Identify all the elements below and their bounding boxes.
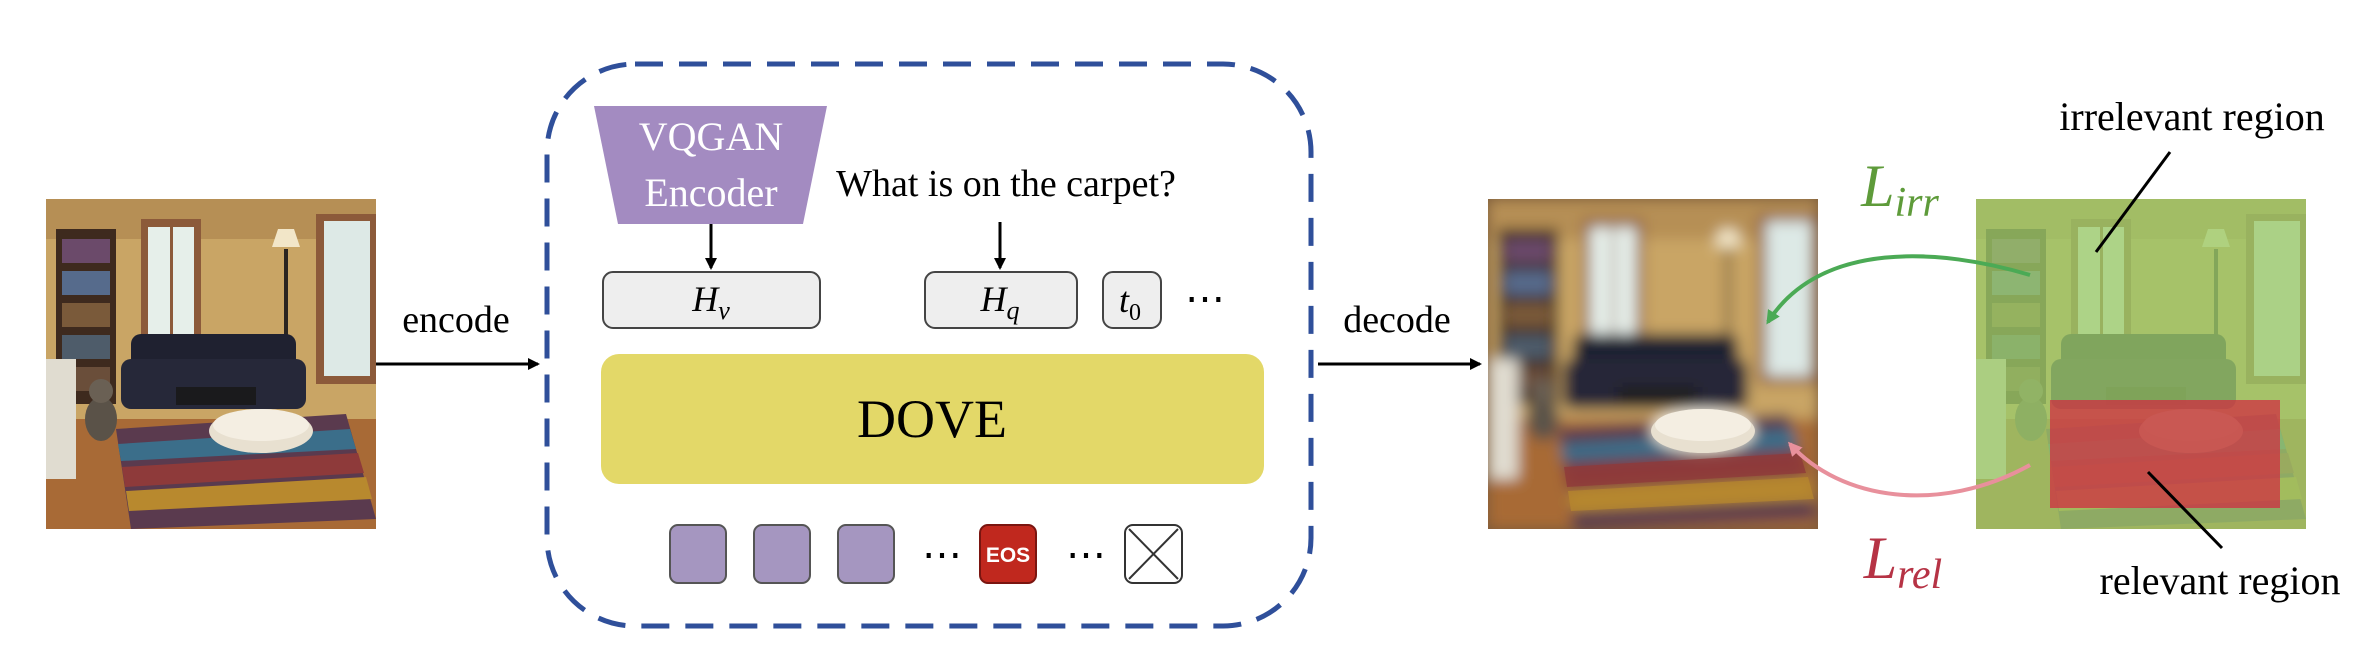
- encode-label: encode: [402, 299, 510, 341]
- svg-text:Lirr: Lirr: [1860, 153, 1939, 226]
- hq-sub: q: [1007, 296, 1020, 325]
- l-irr-base: L: [1860, 153, 1894, 219]
- output-ellipsis-2: ⋯: [1066, 532, 1106, 577]
- decoded-image: [1488, 199, 1818, 529]
- hv-box: Hv: [602, 271, 821, 329]
- t0-box: t0: [1102, 271, 1162, 329]
- input-image: [46, 199, 376, 529]
- svg-text:Hv: Hv: [691, 279, 730, 325]
- eos-label: EOS: [986, 544, 1030, 567]
- eos-token: EOS: [979, 524, 1037, 584]
- svg-text:Lrel: Lrel: [1863, 525, 1942, 598]
- output-token-3: [837, 524, 895, 584]
- encoder-label-line1: VQGAN: [639, 114, 783, 159]
- model-container: [544, 61, 1314, 629]
- relevant-region-pointer: [2146, 470, 2224, 550]
- masked-image: [1976, 199, 2306, 529]
- decode-label: decode: [1343, 299, 1451, 341]
- hv-base: H: [691, 279, 720, 319]
- l-irr-arrow: [1766, 254, 2031, 325]
- output-token-1: [669, 524, 727, 584]
- irrelevant-region-label: irrelevant region: [2059, 94, 2324, 139]
- question-text: What is on the carpet?: [836, 163, 1176, 205]
- dove-block: DOVE: [601, 354, 1264, 484]
- input-ellipsis: ⋯: [1185, 276, 1225, 321]
- output-token-2: [753, 524, 811, 584]
- encoder-label-line2: Encoder: [644, 170, 777, 215]
- l-rel-base: L: [1863, 525, 1897, 591]
- vqgan-encoder: VQGAN Encoder: [594, 106, 827, 224]
- t0-base: t: [1119, 280, 1130, 320]
- svg-text:Hq: Hq: [980, 279, 1020, 325]
- crossed-box-icon: [1124, 524, 1183, 584]
- hv-sub: v: [718, 296, 730, 325]
- relevant-region-overlay: [2050, 400, 2280, 508]
- hq-base: H: [980, 279, 1009, 319]
- l-irr-sub: irr: [1895, 180, 1940, 226]
- l-rel-sub: rel: [1897, 552, 1942, 598]
- output-ellipsis-1: ⋯: [922, 532, 962, 577]
- svg-text:t0: t0: [1119, 280, 1141, 326]
- l-rel-arrow: [1788, 441, 2031, 498]
- relevant-region-label: relevant region: [2100, 558, 2341, 603]
- hq-box: Hq: [924, 271, 1078, 329]
- dove-label: DOVE: [857, 389, 1007, 449]
- t0-sub: 0: [1129, 300, 1141, 326]
- irrelevant-region-pointer: [2094, 151, 2172, 253]
